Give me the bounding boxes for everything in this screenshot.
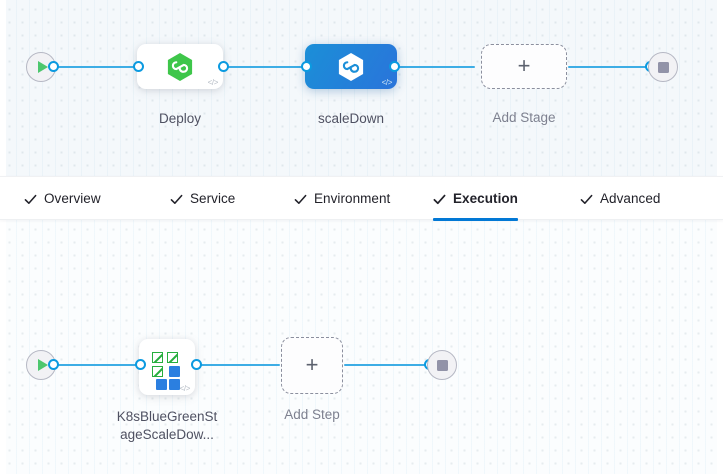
check-icon [24, 194, 37, 204]
tab-execution-label: Execution [453, 191, 518, 207]
tab-environment[interactable]: Environment [294, 177, 390, 221]
plus-icon: + [305, 351, 319, 377]
stage-graph-canvas[interactable]: </> Deploy </> scaleDown + Add Stage [0, 0, 723, 176]
edge-step-start-to-node [52, 364, 142, 366]
tab-service[interactable]: Service [170, 177, 235, 221]
add-stage-label: Add Stage [492, 110, 556, 125]
port-step-out[interactable] [191, 359, 202, 370]
pipeline-start-node[interactable] [26, 52, 56, 82]
check-icon [170, 194, 183, 204]
plus-icon: + [517, 52, 531, 78]
port-start-out[interactable] [48, 61, 59, 72]
step-node-k8s-bluegreen-scaledown[interactable]: </> [139, 339, 195, 395]
port-step-in[interactable] [135, 359, 146, 370]
edge-deploy-to-scaledown [222, 66, 314, 68]
stop-icon [436, 359, 448, 371]
code-badge-icon: </> [207, 78, 219, 87]
check-icon [294, 194, 307, 204]
port-step-start-out[interactable] [48, 359, 59, 370]
tab-environment-label: Environment [314, 191, 391, 207]
add-step-label: Add Step [284, 407, 340, 422]
tab-overview[interactable]: Overview [24, 177, 101, 221]
add-stage-button[interactable]: + [481, 44, 567, 89]
tab-overview-label: Overview [44, 191, 101, 207]
code-badge-icon: </> [381, 78, 393, 87]
edge-start-to-deploy [52, 66, 140, 68]
port-scaledown-out[interactable] [389, 61, 400, 72]
code-badge-icon: </> [179, 384, 191, 393]
tab-execution[interactable]: Execution [433, 177, 518, 221]
execution-end-node[interactable] [427, 350, 457, 380]
edge-step-node-to-addstep [195, 364, 280, 366]
stage-config-tabs: Overview Service Environment Execution A [0, 176, 723, 221]
port-scaledown-in[interactable] [301, 61, 312, 72]
tab-service-label: Service [190, 191, 236, 207]
add-step-button[interactable]: + [281, 337, 343, 394]
stop-icon [657, 61, 669, 73]
step-node-label-line1: K8sBlueGreenSt [116, 409, 218, 424]
edge-addstage-to-end [568, 66, 650, 68]
check-icon [433, 194, 446, 204]
execution-graph-canvas[interactable]: </> K8sBlueGreenSt ageScaleDow... + Add … [0, 220, 723, 474]
k8s-bluegreen-scale-icon [150, 350, 184, 390]
play-icon [37, 359, 48, 371]
step-node-label: K8sBlueGreenSt ageScaleDow... [102, 408, 232, 444]
tab-advanced-label: Advanced [600, 191, 661, 207]
edge-scaledown-to-addstage [393, 66, 475, 68]
stage-node-scaledown[interactable]: </> [305, 44, 397, 89]
pipeline-end-node[interactable] [648, 52, 678, 82]
port-deploy-out[interactable] [218, 61, 229, 72]
stage-node-deploy[interactable]: </> [137, 44, 223, 89]
edge-step-addstep-to-end [344, 364, 430, 366]
harness-hexagon-green-icon [167, 52, 193, 81]
stage-node-deploy-label: Deploy [158, 111, 202, 126]
harness-hexagon-white-icon [338, 52, 364, 81]
play-icon [37, 61, 48, 73]
stage-node-scaledown-label: scaleDown [317, 111, 385, 126]
check-icon [580, 194, 593, 204]
tab-advanced[interactable]: Advanced [580, 177, 660, 221]
port-deploy-in[interactable] [133, 61, 144, 72]
step-node-label-line2: ageScaleDow... [120, 427, 214, 442]
